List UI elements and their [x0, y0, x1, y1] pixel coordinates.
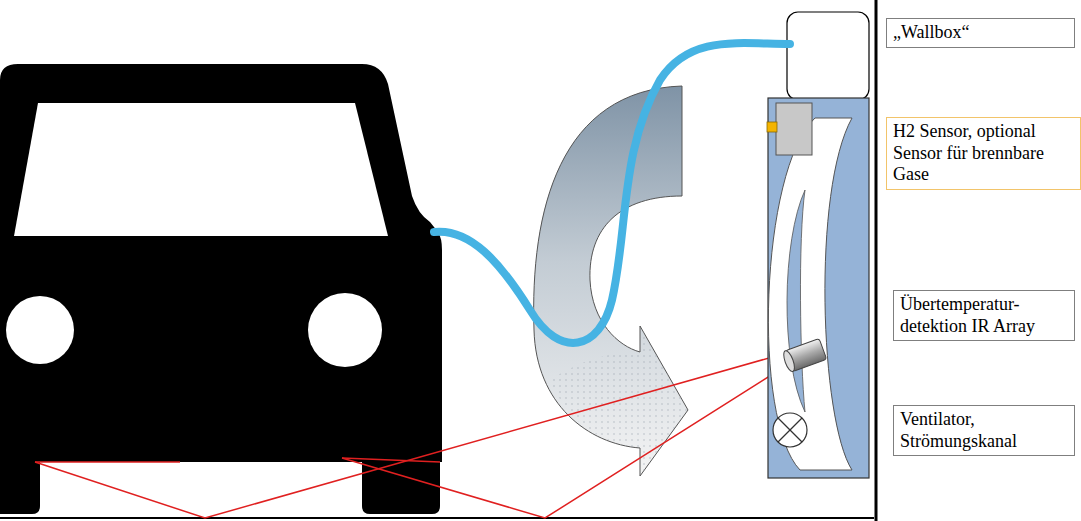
car-headlight: [6, 296, 74, 364]
ir-ray: [342, 362, 792, 518]
wall-line: [875, 0, 878, 521]
label-text: Ventilator, Strömungskanal: [900, 409, 1068, 452]
fan-label: Ventilator, Strömungskanal: [893, 405, 1075, 456]
wallbox-housing: [787, 12, 869, 100]
ir-rays: [35, 352, 792, 518]
fan-cross: [778, 418, 802, 442]
flow-channel: [768, 118, 852, 470]
floor-line: [0, 517, 874, 519]
fan-circle: [773, 413, 807, 447]
ir-ray: [342, 458, 440, 462]
ir-array-label: Übertemperatur- detektion IR Array: [893, 290, 1075, 341]
charging-cable: [434, 43, 790, 343]
ir-array: [782, 339, 827, 373]
h2-sensor: [776, 103, 812, 155]
h2-sensor-label: H2 Sensor, optional Sensor für brennbare…: [886, 117, 1081, 190]
fan-cross: [778, 418, 802, 442]
ir-array-lens: [782, 349, 797, 372]
sensor-module: [768, 98, 869, 478]
label-text: Übertemperatur- detektion IR Array: [900, 294, 1068, 337]
car-silhouette: [0, 64, 442, 514]
label-text: „Wallbox“: [893, 22, 1068, 44]
label-text: H2 Sensor, optional Sensor für brennbare…: [893, 121, 1074, 186]
sensor-element: [767, 122, 777, 132]
ir-ray: [35, 461, 180, 463]
car-body: [0, 64, 442, 514]
car-headlight: [308, 293, 382, 367]
flow-channel-inner: [787, 190, 805, 412]
fan-symbol: [773, 413, 807, 447]
wallbox-label: „Wallbox“: [886, 18, 1075, 48]
car-windshield: [14, 103, 388, 236]
